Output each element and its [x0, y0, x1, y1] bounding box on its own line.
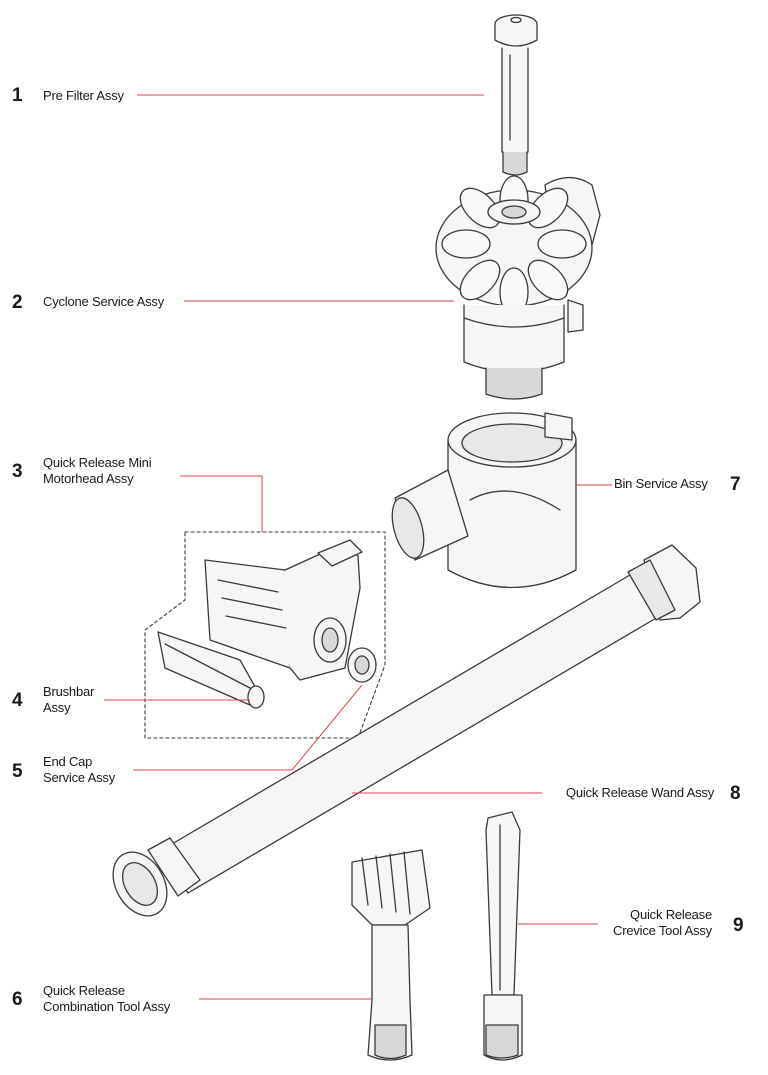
part-number-4: 4: [12, 690, 23, 711]
part-label-1: Pre Filter Assy: [43, 88, 124, 104]
part-label-line: Quick Release Wand Assy: [565, 785, 714, 800]
part-label-line: Pre Filter Assy: [43, 88, 124, 103]
part-number-2: 2: [12, 292, 23, 313]
part-label-8: Quick Release Wand Assy: [566, 785, 714, 801]
part-number-9: 9: [733, 915, 744, 936]
part-number-7: 7: [730, 474, 741, 495]
part-label-line: Quick Release: [43, 983, 125, 998]
end-cap-drawing: [347, 647, 377, 683]
combination-tool-drawing: [351, 849, 431, 1061]
part-label-4: Brushbar Assy: [43, 684, 94, 716]
part-number-8: 8: [730, 783, 741, 804]
leader-line-5: [133, 684, 363, 771]
part-label-line: Cyclone Service Assy: [43, 294, 164, 309]
part-label-line: Brushbar: [43, 684, 95, 699]
wand-drawing: [112, 544, 701, 917]
part-label-line: Bin Service Assy: [614, 476, 708, 491]
cyclone-drawing: [435, 175, 601, 400]
brushbar-drawing: [157, 631, 265, 709]
part-label-6: Quick Release Combination Tool Assy: [43, 983, 170, 1015]
leader-line-3: [180, 475, 263, 532]
part-label-2: Cyclone Service Assy: [43, 294, 164, 310]
part-number-1: 1: [12, 85, 23, 106]
part-number-5: 5: [12, 761, 23, 782]
motorhead-drawing: [204, 539, 363, 681]
part-label-line: End Cap: [43, 754, 93, 769]
part-number-6: 6: [12, 989, 23, 1010]
part-label-line: Service Assy: [43, 770, 116, 785]
part-label-line: Assy: [43, 700, 71, 715]
pre-filter-drawing: [494, 14, 538, 176]
part-label-7: Bin Service Assy: [614, 476, 708, 492]
part-label-3: Quick Release Mini Motorhead Assy: [43, 455, 152, 487]
part-label-line: Motorhead Assy: [43, 471, 134, 486]
motorhead-group-outline: [144, 531, 386, 739]
bin-drawing: [391, 412, 577, 589]
part-label-9: Quick Release Crevice Tool Assy: [613, 907, 712, 939]
part-label-line: Crevice Tool Assy: [613, 923, 712, 938]
part-label-line: Quick Release Mini: [43, 455, 152, 470]
part-label-line: Combination Tool Assy: [43, 999, 171, 1014]
part-label-5: End Cap Service Assy: [43, 754, 115, 786]
crevice-tool-drawing: [483, 811, 523, 1061]
part-label-line: Quick Release: [630, 907, 712, 922]
part-number-3: 3: [12, 461, 23, 482]
